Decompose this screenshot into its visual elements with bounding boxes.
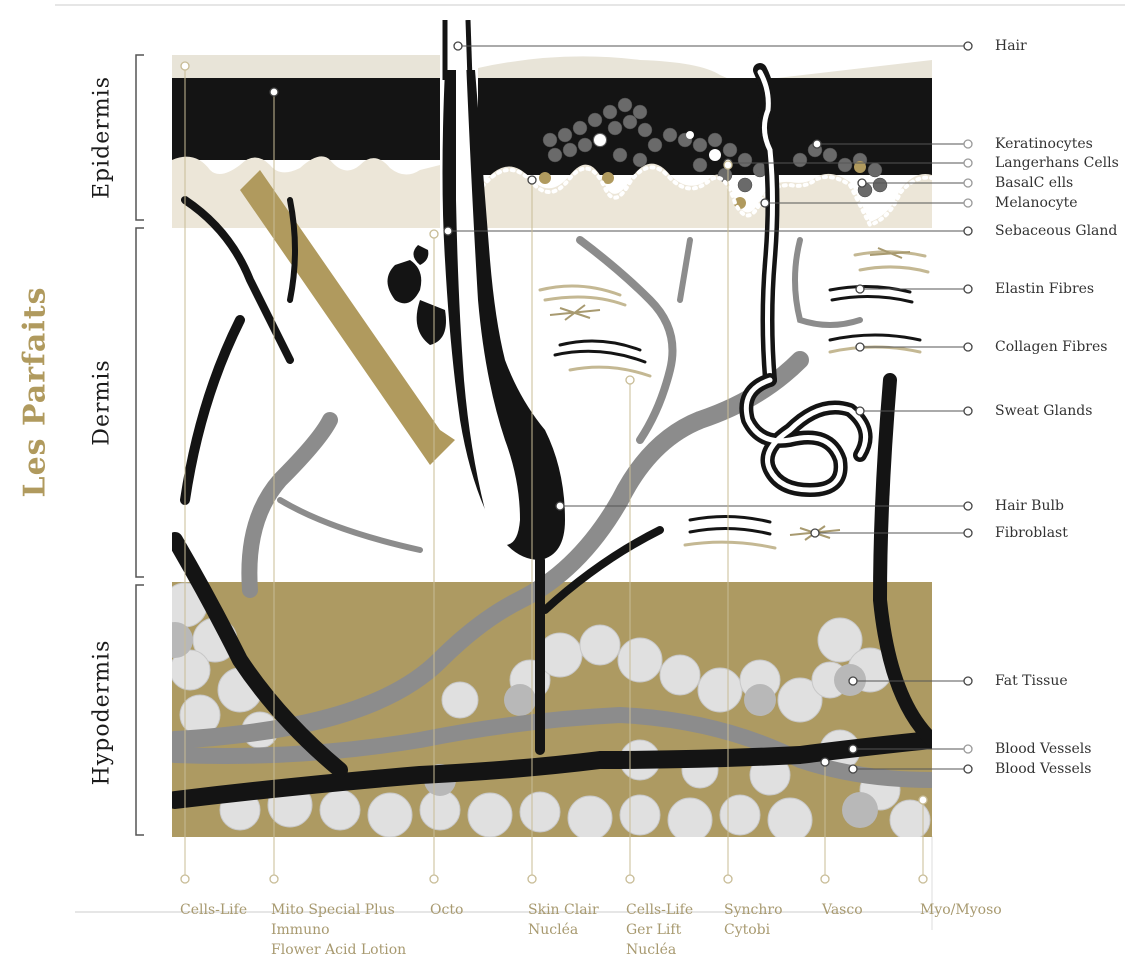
product-line: Cells-Life bbox=[180, 900, 247, 920]
product-skin-clair: Skin Clair Nucléa bbox=[528, 900, 599, 940]
product-cells-life: Cells-Life bbox=[180, 900, 247, 920]
label-keratinocytes: Keratinocytes bbox=[995, 136, 1093, 152]
product-line: Synchro bbox=[724, 900, 783, 920]
product-line: Skin Clair bbox=[528, 900, 599, 920]
product-cells-life-ger-lift: Cells-Life Ger Lift Nucléa bbox=[626, 900, 693, 960]
label-basal-cells: BasalC ells bbox=[995, 175, 1073, 191]
product-line: Vasco bbox=[822, 900, 863, 920]
label-hair-bulb: Hair Bulb bbox=[995, 498, 1064, 514]
product-mito-special-plus: Mito Special Plus Immuno Flower Acid Lot… bbox=[271, 900, 406, 960]
label-fibroblast: Fibroblast bbox=[995, 525, 1068, 541]
label-hair: Hair bbox=[995, 38, 1027, 54]
label-sweat-glands: Sweat Glands bbox=[995, 403, 1092, 419]
stratum-corneum bbox=[172, 55, 440, 78]
product-vasco: Vasco bbox=[822, 900, 863, 920]
product-synchro: Synchro Cytobi bbox=[724, 900, 783, 940]
label-langerhans-cells: Langerhans Cells bbox=[995, 155, 1119, 171]
product-myo-myoso: Myo/Myoso bbox=[920, 900, 1002, 920]
label-blood-vessels-1: Blood Vessels bbox=[995, 741, 1091, 757]
product-line: Immuno bbox=[271, 920, 406, 940]
layer-brackets bbox=[136, 55, 144, 835]
label-fat-tissue: Fat Tissue bbox=[995, 673, 1068, 689]
product-octo: Octo bbox=[430, 900, 463, 920]
product-line: Octo bbox=[430, 900, 463, 920]
product-line: Mito Special Plus bbox=[271, 900, 406, 920]
fibroblast-cells bbox=[550, 248, 910, 540]
product-line: Myo/Myoso bbox=[920, 900, 1002, 920]
product-line: Cells-Life bbox=[626, 900, 693, 920]
label-sebaceous-gland: Sebaceous Gland bbox=[995, 223, 1117, 239]
product-line: Cytobi bbox=[724, 920, 783, 940]
label-blood-vessels-2: Blood Vessels bbox=[995, 761, 1091, 777]
product-line: Flower Acid Lotion bbox=[271, 940, 406, 960]
product-line: Nucléa bbox=[626, 940, 693, 960]
product-line: Nucléa bbox=[528, 920, 599, 940]
label-elastin-fibres: Elastin Fibres bbox=[995, 281, 1094, 297]
product-line: Ger Lift bbox=[626, 920, 693, 940]
label-melanocyte: Melanocyte bbox=[995, 195, 1078, 211]
sebaceous-gland bbox=[388, 245, 447, 345]
epidermis-band bbox=[172, 78, 440, 160]
label-collagen-fibres: Collagen Fibres bbox=[995, 339, 1107, 355]
